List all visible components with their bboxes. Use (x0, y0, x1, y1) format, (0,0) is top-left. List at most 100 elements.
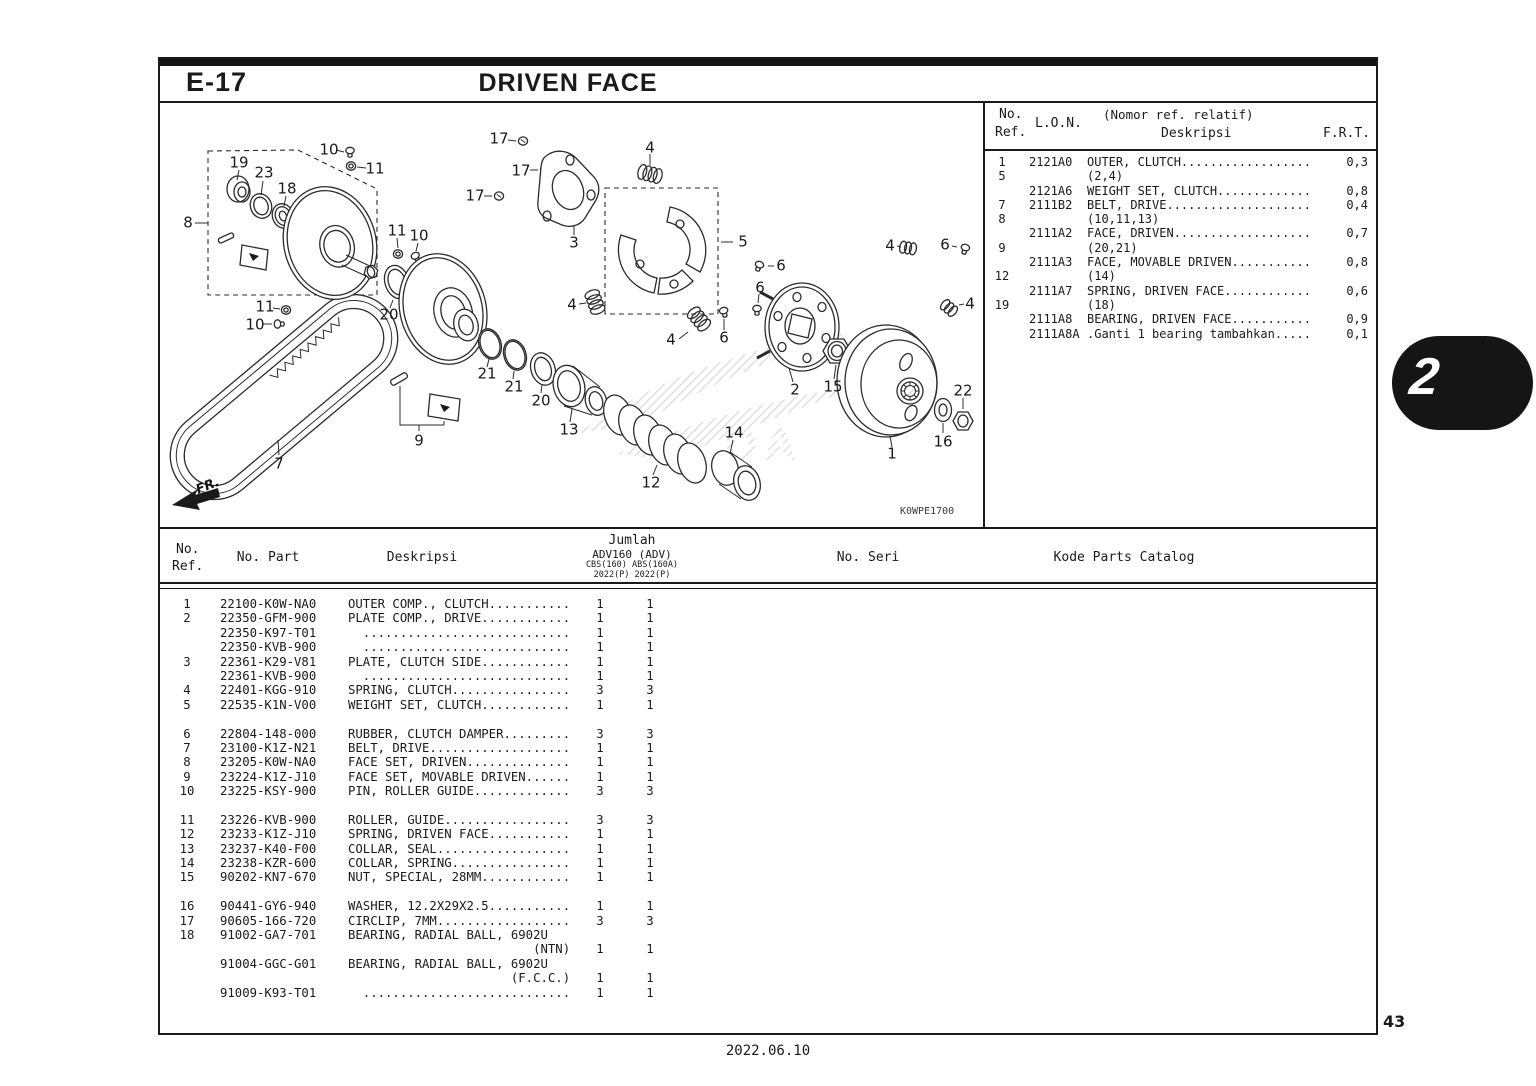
lon-row: 19(18) (994, 297, 1116, 312)
parts-row: 91009-K93-T01 ..........................… (220, 985, 654, 1000)
callout-4: 4 (885, 237, 895, 255)
row-gap (160, 885, 1376, 899)
section-tab-label: 2 (1406, 348, 1442, 406)
callout-21: 21 (477, 365, 496, 383)
callout-12: 12 (641, 474, 660, 492)
lon-row: 5(2,4) (998, 169, 1124, 184)
page-header: E-17 DRIVEN FACE (160, 66, 1376, 103)
top-bar (160, 59, 1376, 66)
callout-23: 23 (254, 164, 273, 182)
group-8-box (207, 149, 378, 296)
callout-22: 22 (953, 382, 972, 400)
callout-10: 10 (409, 227, 428, 245)
header-divider (160, 582, 1376, 589)
driven-face-spring-12 (603, 394, 707, 484)
label-plate-9 (427, 393, 461, 422)
collar-spring-14 (711, 450, 761, 501)
parts-header-part: No. Part (236, 550, 300, 565)
callout-16: 16 (933, 433, 952, 451)
page-title: DRIVEN FACE (478, 69, 658, 97)
lon-header-no: No. (999, 107, 1023, 122)
callout-7: 7 (274, 455, 284, 473)
nut-22 (952, 411, 974, 431)
callout-18: 18 (277, 180, 296, 198)
pin-clip (217, 232, 235, 244)
lon-header-lon: L.O.N. (1035, 116, 1082, 131)
callout-4: 4 (567, 296, 577, 314)
ring-23 (249, 193, 273, 219)
parts-table: No. Ref. No. Part Deskripsi Jumlah ADV16… (160, 527, 1376, 1033)
row-gap (160, 798, 1376, 812)
drive-plate-2 (756, 282, 840, 372)
callout-8: 8 (183, 214, 193, 232)
lon-panel: No. Ref. L.O.N. (Nomor ref. relatif) Des… (983, 101, 1378, 527)
parts-header-jumlah: Jumlah (608, 533, 656, 548)
label-plate (239, 244, 269, 271)
callout-6: 6 (776, 257, 786, 275)
callout-9: 9 (414, 432, 424, 450)
lon-row: 2111A8A.Ganti 1 bearing tambahkan.....0,… (1029, 326, 1368, 341)
footer-date: 2022.06.10 (725, 1043, 811, 1059)
washer-16 (933, 397, 953, 423)
callout-13: 13 (559, 421, 578, 439)
parts-row: 22350-K97-T01 ..........................… (220, 625, 654, 640)
section-tab: 2 (1392, 336, 1533, 430)
callout-3: 3 (569, 234, 579, 252)
parts-header-seri: No. Seri (836, 550, 900, 565)
callout-20: 20 (531, 392, 550, 410)
lon-table-header: No. Ref. L.O.N. (Nomor ref. relatif) Des… (985, 101, 1378, 151)
lon-header-frt: F.R.T. (1323, 126, 1370, 141)
lon-row: 8(10,11,13) (998, 212, 1160, 227)
lon-row: 12(14) (994, 269, 1116, 284)
callout-11: 11 (255, 298, 274, 316)
parts-header-desc: Deskripsi (386, 550, 458, 565)
parts-header-ref: Ref. (172, 559, 204, 574)
callout-17: 17 (465, 187, 484, 205)
parts-header-kode: Kode Parts Catalog (1053, 550, 1195, 565)
drive-belt (169, 293, 399, 501)
clutch-weight-set (617, 206, 707, 295)
page-frame: E-17 DRIVEN FACE (158, 57, 1378, 1035)
parts-header-model: ADV160 (ADV) (592, 548, 672, 561)
callout-4: 4 (645, 139, 655, 157)
row-gap (160, 712, 1376, 726)
parts-header-no: No. (176, 542, 200, 557)
parts-header-years: 2022(P) 2022(P) (593, 570, 671, 580)
callout-2: 2 (790, 381, 800, 399)
callout-15: 15 (823, 378, 842, 396)
movable-driven-face (398, 253, 488, 365)
lon-header-note: (Nomor ref. relatif) (1103, 107, 1254, 122)
callout-20: 20 (379, 306, 398, 324)
lon-header-desc: Deskripsi (1161, 126, 1232, 141)
collar-seal-13 (552, 364, 608, 416)
diagram-code: K0WPE1700 (900, 506, 954, 517)
bushing-19 (226, 175, 251, 203)
parts-header-variants: CBS(160) ABS(160A) (585, 560, 679, 570)
driven-face-pulley (282, 186, 379, 300)
